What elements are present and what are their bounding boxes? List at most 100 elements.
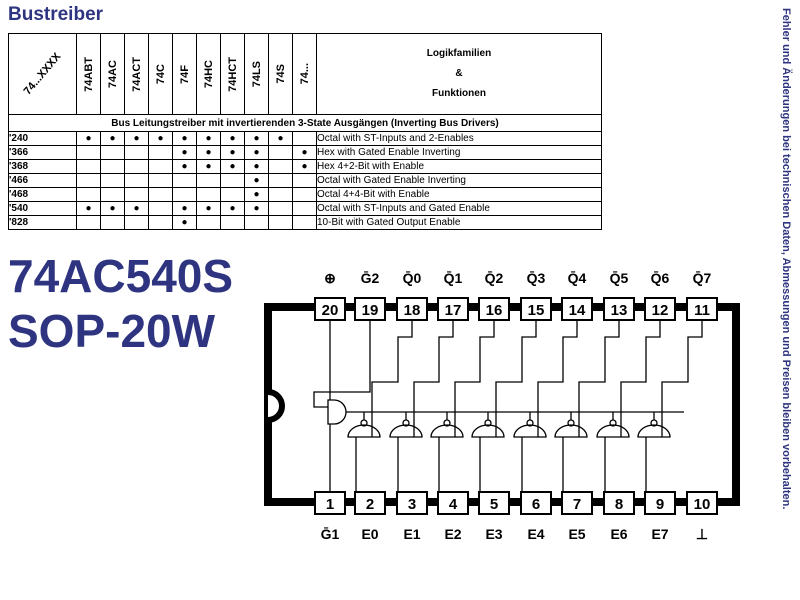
availability-cell: [268, 201, 293, 216]
section-title: Bus Leitungstreiber mit invertierenden 3…: [8, 114, 602, 132]
family-label: 74F: [178, 64, 191, 84]
availability-cell: [124, 145, 149, 160]
availability-dot: ●: [205, 202, 212, 214]
logic-family-table: 74...XXXX 74ABT 74AC 74ACT 74C 74F 74HC …: [8, 33, 602, 230]
availability-cell: [100, 187, 125, 202]
family-column-header: 74HCT: [220, 33, 245, 115]
family-column-header: 74LS: [244, 33, 269, 115]
family-label: 74S: [274, 64, 287, 84]
availability-dot: ●: [253, 174, 260, 186]
header-line: &: [455, 68, 463, 79]
availability-cell: [292, 131, 317, 146]
pin-number: 10: [694, 496, 711, 513]
pin-label: E2: [444, 526, 461, 542]
pin-top: 20⊕: [314, 270, 346, 321]
availability-dot: ●: [301, 160, 308, 172]
availability-cell: [196, 215, 221, 230]
availability-cell: [292, 187, 317, 202]
pin-number: 5: [490, 496, 498, 513]
inverting-buffer: [471, 320, 537, 492]
pin-bottom: 10 ⊥: [686, 491, 718, 542]
pin-bottom: 3E1: [396, 491, 428, 542]
availability-cell: ●: [292, 159, 317, 174]
family-column-header: 74F: [172, 33, 197, 115]
section-row: Bus Leitungstreiber mit invertierenden 3…: [8, 114, 602, 132]
table-row: '368●●●●●Hex 4+2-Bit with Enable: [8, 159, 602, 174]
type-code: '368: [8, 159, 77, 174]
availability-cell: [172, 173, 197, 188]
pin-top: 12Q̄6: [644, 269, 676, 321]
pin-label: E1: [403, 526, 420, 542]
availability-dot: ●: [181, 132, 188, 144]
availability-cell: ●: [148, 131, 173, 146]
availability-cell: ●: [244, 187, 269, 202]
availability-cell: ●: [220, 201, 245, 216]
availability-dot: ●: [181, 202, 188, 214]
inverting-buffer: [554, 320, 620, 492]
pin-label: Q̄2: [485, 269, 504, 286]
package-name: SOP-20W: [8, 305, 216, 357]
availability-dot: ●: [157, 132, 164, 144]
availability-cell: ●: [220, 131, 245, 146]
pin-label: ⊕: [324, 270, 336, 286]
availability-cell: ●: [172, 159, 197, 174]
pin-label: Q̄5: [610, 269, 629, 286]
pin-label: E4: [527, 526, 544, 542]
pin-bottom: 2E0: [354, 491, 386, 542]
corner-label: 74...XXXX: [21, 50, 64, 98]
pin-label: E5: [568, 526, 585, 542]
availability-cell: [124, 187, 149, 202]
type-code: '466: [8, 173, 77, 188]
pin-number: 14: [569, 302, 586, 319]
pin-label: Q̄1: [444, 269, 463, 286]
availability-cell: ●: [196, 201, 221, 216]
availability-cell: [292, 201, 317, 216]
table-row: '366●●●●●Hex with Gated Enable Inverting: [8, 145, 602, 160]
availability-cell: [244, 215, 269, 230]
pin-number: 1: [326, 496, 334, 513]
pin-label: Ḡ1: [321, 525, 340, 542]
pin-label: Ḡ2: [361, 269, 380, 286]
function-description: Octal with ST-Inputs and Gated Enable: [316, 201, 602, 216]
availability-cell: ●: [244, 159, 269, 174]
availability-dot: ●: [85, 132, 92, 144]
pin-number: 17: [445, 302, 462, 319]
pin-top: 18Q̄0: [396, 269, 428, 321]
availability-cell: [124, 173, 149, 188]
pin-number: 18: [404, 302, 421, 319]
family-column-header: 74AC: [100, 33, 125, 115]
availability-cell: [268, 215, 293, 230]
pin-number: 2: [366, 496, 374, 513]
header-line: Logikfamilien: [426, 48, 492, 59]
pin-top: 15Q̄3: [520, 269, 552, 321]
type-code: '240: [8, 131, 77, 146]
inverting-buffer: [347, 320, 413, 492]
inverting-buffer: [430, 320, 495, 492]
table-row: '540●●●●●●●Octal with ST-Inputs and Gate…: [8, 201, 602, 216]
g2-line: [313, 320, 371, 408]
pin-number: 16: [486, 302, 503, 319]
pin-label: ⊥: [696, 526, 708, 542]
availability-cell: [148, 159, 173, 174]
availability-dot: ●: [181, 216, 188, 228]
table-header-row: 74...XXXX 74ABT 74AC 74ACT 74C 74F 74HC …: [8, 33, 602, 115]
function-description: 10-Bit with Gated Output Enable: [316, 215, 602, 230]
ic-body: [264, 303, 740, 506]
function-description: Hex 4+2-Bit with Enable: [316, 159, 602, 174]
availability-dot: ●: [229, 202, 236, 214]
corner-header: 74...XXXX: [8, 33, 77, 115]
availability-cell: ●: [76, 201, 101, 216]
availability-cell: ●: [196, 131, 221, 146]
availability-cell: [220, 187, 245, 202]
availability-dot: ●: [181, 160, 188, 172]
family-column-header: 74ACT: [124, 33, 149, 115]
availability-dot: ●: [133, 132, 140, 144]
pin-number: 6: [532, 496, 540, 513]
pin-label: E6: [610, 526, 627, 542]
availability-dot: ●: [133, 202, 140, 214]
availability-cell: ●: [220, 145, 245, 160]
pin-top: 17 Q̄1: [437, 269, 469, 321]
availability-cell: [100, 173, 125, 188]
pin-label: E0: [361, 526, 378, 542]
